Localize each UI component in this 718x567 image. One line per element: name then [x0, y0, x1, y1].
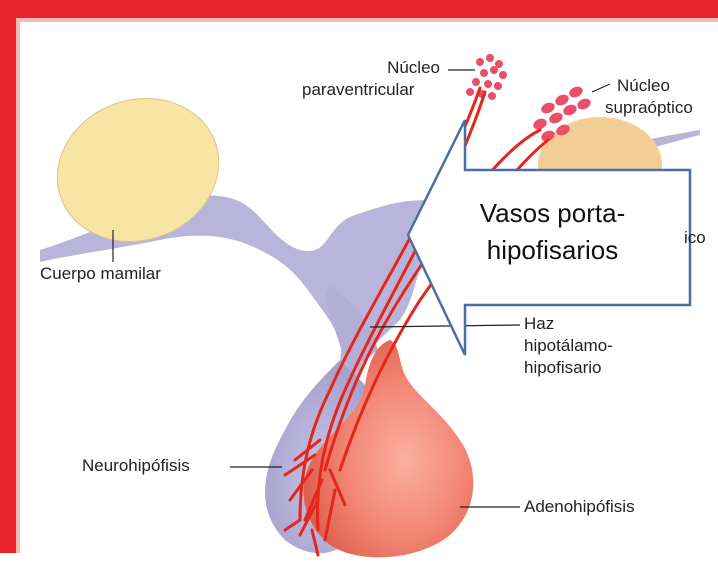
callout-line1: Vasos porta-	[415, 195, 690, 232]
label-nucleo-paraventricular-line1: Núcleo	[370, 58, 440, 78]
label-neurohipofisis: Neurohipófisis	[82, 456, 190, 476]
label-nucleo-paraventricular-line2: paraventricular	[302, 80, 414, 100]
label-adenohipofisis: Adenohipófisis	[524, 497, 635, 517]
label-haz-line2: hipotálamo-	[524, 336, 613, 356]
callout-line2: hipofisarios	[415, 232, 690, 269]
label-haz-line3: hipofisario	[524, 358, 602, 378]
paraventricular-nucleus-dots	[466, 54, 507, 100]
callout-text: Vasos porta- hipofisarios	[415, 195, 690, 269]
label-cuerpo-mamilar: Cuerpo mamilar	[40, 264, 161, 284]
label-nucleo-supraoptico-line2: supraóptico	[605, 98, 693, 118]
label-haz-line1: Haz	[524, 314, 554, 334]
label-nucleo-supraoptico-line1: Núcleo	[617, 76, 670, 96]
